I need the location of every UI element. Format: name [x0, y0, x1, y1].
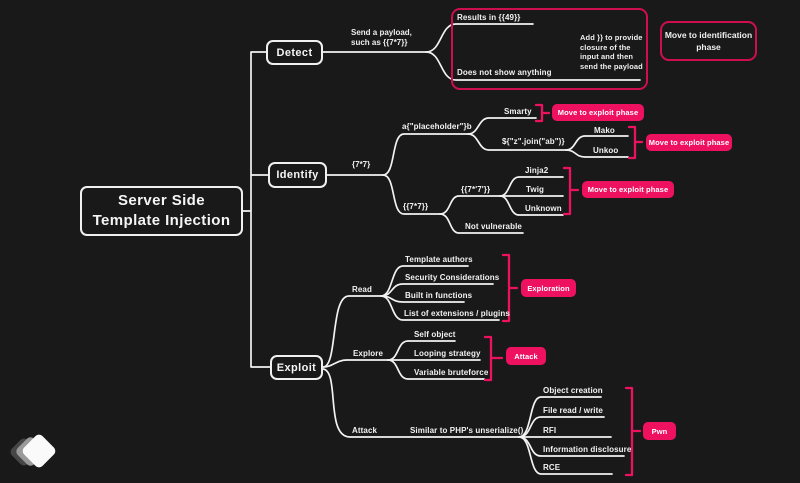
node-detect-label: Detect: [276, 46, 313, 59]
mako-exploit-label: Move to exploit phase: [648, 138, 730, 147]
payload-placeholder-label: a{"placeholder"}b: [402, 122, 472, 131]
jinja2-label: Jinja2: [525, 166, 549, 175]
attack-edge-label: Similar to PHP's unserialize(): [410, 426, 524, 435]
result-positive-label: Results in {{49}}: [457, 13, 521, 22]
root-title: Server Side Template Injection: [92, 192, 231, 229]
explore-item-self-object: Self object: [414, 330, 456, 339]
unknown-engine-label: Unkoo: [593, 146, 619, 155]
move-to-identification-label: Move to identification phase: [664, 30, 753, 52]
attack-label: Attack: [352, 426, 378, 435]
node-exploit[interactable]: Exploit: [270, 355, 323, 380]
twig-label: Twig: [526, 185, 545, 194]
smarty-exploit-label: Move to exploit phase: [557, 108, 639, 117]
payload-join-label: ${"z".join("ab")}: [502, 137, 565, 146]
detect-edge-label: Send a payload, such as {{7*7}}: [351, 28, 412, 47]
smarty-label: Smarty: [504, 107, 532, 116]
explore-item-looping-strategy: Looping strategy: [414, 349, 481, 358]
attack-item-information-disclosure: Information disclosure: [543, 445, 632, 454]
payload-quote-label: {{7*'7'}}: [461, 185, 491, 194]
result-negative-label: Does not show anything: [457, 68, 552, 77]
mako-exploit-button[interactable]: Move to exploit phase: [646, 134, 732, 151]
read-item-built-in-functions: Built in functions: [405, 291, 473, 300]
identify-edge-label: {7*7}: [352, 160, 371, 169]
root-node[interactable]: Server Side Template Injection: [80, 186, 243, 236]
explore-label: Explore: [353, 349, 384, 358]
read-item-security-considerations: Security Considerations: [405, 273, 500, 282]
pwn-label: Pwn: [651, 426, 668, 436]
node-detect[interactable]: Detect: [266, 40, 323, 65]
unknown-label: Unknown: [525, 204, 562, 213]
not-vulnerable-label: Not vulnerable: [465, 222, 522, 231]
attack-item-object-creation: Object creation: [543, 386, 603, 395]
node-identify[interactable]: Identify: [268, 162, 327, 188]
payload-double-curly-label: {{7*7}}: [403, 202, 429, 211]
group-brackets: [483, 103, 644, 477]
branch-lines: [242, 23, 641, 475]
exploration-button[interactable]: Exploration: [521, 279, 576, 297]
attack-item-rce: RCE: [543, 463, 561, 472]
move-to-identification-button[interactable]: Move to identification phase: [660, 21, 757, 61]
exploration-label: Exploration: [527, 283, 570, 293]
read-item-template-authors: Template authors: [405, 255, 473, 264]
attack-action-button[interactable]: Attack: [506, 347, 546, 365]
node-identify-label: Identify: [276, 169, 319, 181]
detect-results-box: [451, 8, 648, 90]
attack-action-label: Attack: [514, 351, 538, 361]
attack-item-rfi: RFI: [543, 426, 557, 435]
mako-label: Mako: [594, 126, 615, 135]
jinja-exploit-button[interactable]: Move to exploit phase: [582, 181, 674, 198]
read-label: Read: [352, 285, 372, 294]
jinja-exploit-label: Move to exploit phase: [587, 185, 669, 194]
closure-note: Add }} to provide closure of the input a…: [580, 33, 643, 71]
read-item-extensions-plugins: List of extensions / plugins: [404, 309, 510, 318]
node-exploit-label: Exploit: [276, 361, 317, 374]
attack-item-file-read-write: File read / write: [543, 406, 603, 415]
explore-item-variable-bruteforce: Variable bruteforce: [414, 368, 489, 377]
pwn-button[interactable]: Pwn: [643, 422, 676, 440]
smarty-exploit-button[interactable]: Move to exploit phase: [552, 104, 644, 121]
